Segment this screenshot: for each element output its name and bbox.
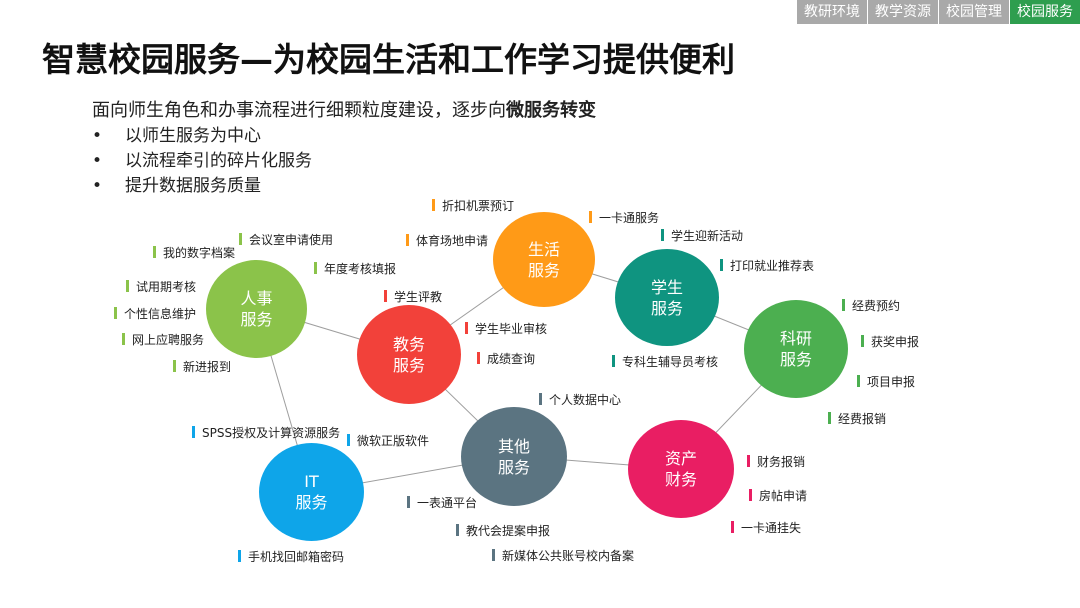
service-item[interactable]: 获奖申报 <box>861 335 919 350</box>
bullet-list: 以师生服务为中心 以流程牵引的碎片化服务 提升数据服务质量 <box>92 124 312 199</box>
service-item[interactable]: 房帖申请 <box>749 489 807 504</box>
node-label: 教务 服务 <box>392 334 425 375</box>
service-item[interactable]: 会议室申请使用 <box>239 233 333 248</box>
service-item-label: 学生评教 <box>394 290 443 304</box>
service-item-label: 个人数据中心 <box>549 393 622 407</box>
service-item[interactable]: 一卡通服务 <box>589 211 659 226</box>
service-item-label: 一卡通服务 <box>599 211 660 225</box>
service-item-label: 新进报到 <box>183 360 232 374</box>
top-nav: 教研环境 教学资源 校园管理 校园服务 <box>796 0 1080 24</box>
service-item[interactable]: 新进报到 <box>173 360 231 375</box>
service-item-label: 获奖申报 <box>871 335 920 349</box>
service-item[interactable]: SPSS授权及计算资源服务 <box>192 426 340 441</box>
node-label: 人事 服务 <box>240 289 273 329</box>
service-item[interactable]: 体育场地申请 <box>406 234 488 249</box>
service-item[interactable]: 一表通平台 <box>407 496 477 511</box>
service-item-label: 微软正版软件 <box>357 434 430 448</box>
intro-prefix: 面向师生角色和办事流程进行细颗粒度建设，逐步向 <box>92 100 506 121</box>
tab-xiaoyuan-fuwu[interactable]: 校园服务 <box>1009 0 1080 24</box>
bullet-item: 以流程牵引的碎片化服务 <box>92 149 312 174</box>
service-item-label: 经费预约 <box>852 299 901 313</box>
node-keyan-fuwu[interactable]: 科研 服务 <box>744 300 848 398</box>
service-item[interactable]: 学生迎新活动 <box>661 229 743 244</box>
service-item[interactable]: 手机找回邮箱密码 <box>238 550 344 565</box>
intro-emphasis: 微服务转变 <box>506 100 596 121</box>
node-it-fuwu[interactable]: IT 服务 <box>259 443 364 541</box>
service-item-label: 专科生辅导员考核 <box>622 355 719 369</box>
service-item-label: 体育场地申请 <box>416 234 489 248</box>
service-item[interactable]: 打印就业推荐表 <box>720 259 814 274</box>
service-item-label: 手机找回邮箱密码 <box>248 550 345 564</box>
service-item-label: 项目申报 <box>867 375 916 389</box>
service-item-label: 一卡通挂失 <box>741 521 802 535</box>
service-item[interactable]: 财务报销 <box>747 455 805 470</box>
service-item-label: 教代会提案申报 <box>466 524 551 538</box>
service-item[interactable]: 经费报销 <box>828 412 886 427</box>
service-item-label: SPSS授权及计算资源服务 <box>202 426 341 440</box>
service-item-label: 打印就业推荐表 <box>730 259 815 273</box>
service-item-label: 我的数字档案 <box>163 246 236 260</box>
service-item-label: 试用期考核 <box>136 280 197 294</box>
service-item[interactable]: 折扣机票预订 <box>432 199 514 214</box>
service-item-label: 个性信息维护 <box>124 307 197 321</box>
node-label: IT 服务 <box>295 472 328 512</box>
node-zichan-caiwu[interactable]: 资产 财务 <box>628 420 734 518</box>
node-shenghuo-fuwu[interactable]: 生活 服务 <box>493 212 595 307</box>
service-item[interactable]: 新媒体公共账号校内备案 <box>492 549 634 564</box>
node-label: 其他 服务 <box>497 436 530 477</box>
service-item[interactable]: 年度考核填报 <box>314 262 396 277</box>
service-item[interactable]: 学生毕业审核 <box>465 322 547 337</box>
service-item-label: 成绩查询 <box>487 352 536 366</box>
service-item[interactable]: 个性信息维护 <box>114 307 196 322</box>
service-item[interactable]: 学生评教 <box>384 290 442 305</box>
service-item-label: 学生毕业审核 <box>475 322 548 336</box>
service-item[interactable]: 网上应聘服务 <box>122 333 204 348</box>
service-item-label: 一表通平台 <box>417 496 478 510</box>
service-item[interactable]: 专科生辅导员考核 <box>612 355 718 370</box>
service-item-label: 折扣机票预订 <box>442 199 515 213</box>
bullet-item: 以师生服务为中心 <box>92 124 312 149</box>
node-label: 科研 服务 <box>779 329 812 369</box>
service-item[interactable]: 试用期考核 <box>126 280 196 295</box>
service-item[interactable]: 项目申报 <box>857 375 915 390</box>
service-item[interactable]: 个人数据中心 <box>539 393 621 408</box>
node-label: 生活 服务 <box>527 239 560 280</box>
service-item-label: 房帖申请 <box>759 489 808 503</box>
service-item-label: 年度考核填报 <box>324 262 397 276</box>
service-item-label: 经费报销 <box>838 412 887 426</box>
node-jiaowu-fuwu[interactable]: 教务 服务 <box>357 305 461 404</box>
service-item[interactable]: 微软正版软件 <box>347 434 429 449</box>
tab-jiaoxue-ziyuan[interactable]: 教学资源 <box>867 0 938 24</box>
service-item[interactable]: 经费预约 <box>842 299 900 314</box>
service-item[interactable]: 教代会提案申报 <box>456 524 550 539</box>
node-qita-fuwu[interactable]: 其他 服务 <box>461 407 567 506</box>
intro-text: 面向师生角色和办事流程进行细颗粒度建设，逐步向微服务转变 <box>92 96 596 122</box>
page-title: 智慧校园服务—为校园生活和工作学习提供便利 <box>42 40 735 79</box>
service-item-label: 会议室申请使用 <box>249 233 334 247</box>
bullet-item: 提升数据服务质量 <box>92 174 312 199</box>
node-renshi-fuwu[interactable]: 人事 服务 <box>206 260 307 358</box>
service-item-label: 新媒体公共账号校内备案 <box>502 549 635 563</box>
service-item[interactable]: 我的数字档案 <box>153 246 235 261</box>
tab-xiaoyuan-guanli[interactable]: 校园管理 <box>938 0 1009 24</box>
service-item[interactable]: 成绩查询 <box>477 352 535 367</box>
service-item-label: 学生迎新活动 <box>671 229 744 243</box>
service-item-label: 财务报销 <box>757 455 806 469</box>
node-label: 学生 服务 <box>650 277 683 318</box>
node-xuesheng-fuwu[interactable]: 学生 服务 <box>615 249 719 346</box>
tab-jiaoyan-huanjing[interactable]: 教研环境 <box>796 0 867 24</box>
service-item[interactable]: 一卡通挂失 <box>731 521 801 536</box>
service-item-label: 网上应聘服务 <box>132 333 205 347</box>
node-label: 资产 财务 <box>664 449 697 489</box>
